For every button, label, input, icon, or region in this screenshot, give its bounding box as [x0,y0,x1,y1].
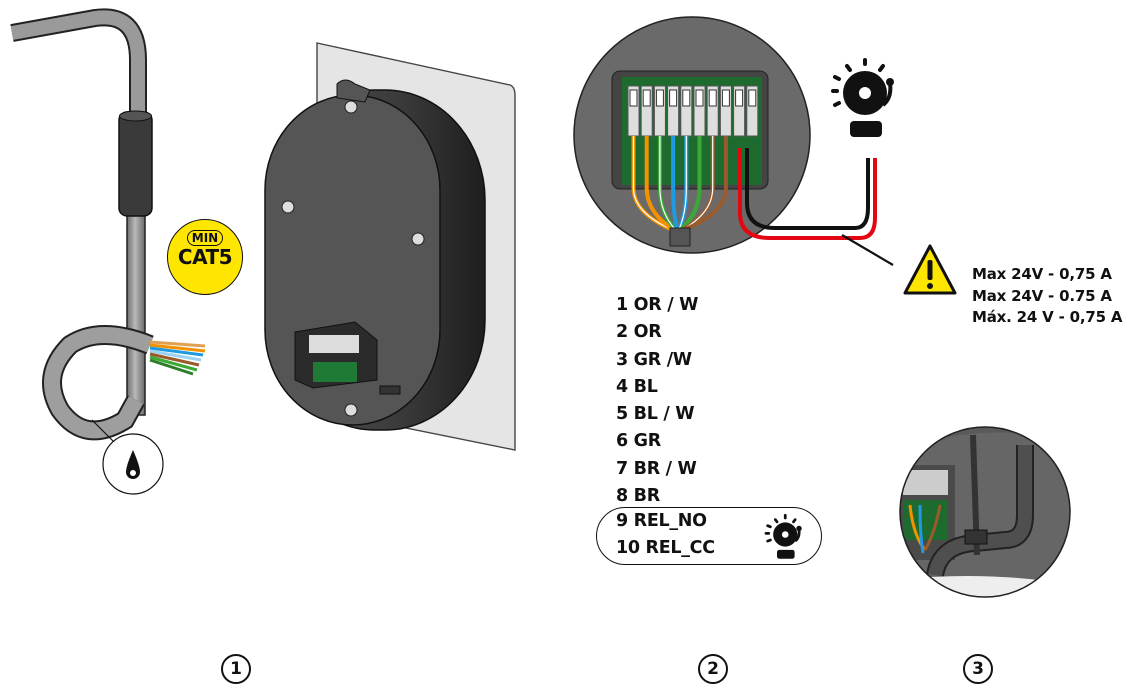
relay-label-cc: 10 REL_CC [616,538,715,559]
step-2-marker: 2 [698,654,728,684]
terminal-label: 1 OR / W [616,295,699,315]
relay-terminal-legend: 9 REL_NO 10 REL_CC [616,508,715,563]
terminal-9 [733,85,746,137]
stripped-wires [149,340,206,376]
step-3-marker: 3 [963,654,993,684]
terminal-slot [642,89,651,107]
terminal-block-small [294,321,378,389]
cable-tie-detail [899,426,1071,598]
terminal-label: 4 BL [616,376,658,397]
terminal-closeup [573,16,957,295]
warning-triangle-icon [903,244,957,295]
rating-line: Max 24V - 0,75 A [972,265,1112,283]
max-rating-text: Max 24V - 0,75 A Max 24V - 0.75 A Máx. 2… [972,264,1122,329]
terminal-label: 7 BR / W [616,458,697,479]
terminal-label: 3 GR /W [616,349,692,370]
min-cat5-badge: MIN CAT5 [167,219,243,295]
relay-wire-red [738,148,877,240]
terminal-slot [735,89,744,107]
relay-wire-black [745,148,870,230]
wire-2 [644,136,676,232]
terminal-label: 2 OR [616,322,662,343]
ferrite-sleeve [118,111,153,217]
wire-color-legend: 1 OR / W 2 OR 3 GR /W 4 BL 5 BL / W 6 GR… [616,292,698,510]
terminal-10 [746,85,759,137]
terminal-label: 5 BL / W [616,404,695,425]
terminal-label: 8 BR [616,486,660,507]
relay-terminals-box [596,507,822,565]
terminal-slot [721,89,730,107]
wire-8 [682,136,728,232]
terminal-slot [682,89,691,107]
terminal-slot [708,89,717,107]
wire-4 [671,136,680,231]
bell-icon [764,513,802,559]
bell-icon [831,58,894,137]
terminal-slot [629,89,638,107]
device-back-illustration [264,42,516,451]
terminal-slot [695,89,704,107]
step-1-marker: 1 [221,654,251,684]
terminal-label: 6 GR [616,431,661,452]
relay-label-no: 9 REL_NO [616,511,707,531]
wire-stripe-3 [659,136,677,231]
water-drop-icon [126,450,140,479]
terminal-slot [655,89,664,107]
min-label: MIN [186,230,224,246]
rating-line: Máx. 24 V - 0,75 A [972,308,1123,326]
wire-stripe-5 [678,136,687,231]
terminal-slot [669,89,678,107]
wire-stripe-1 [632,136,673,231]
terminal-slot [748,89,757,107]
wire-6 [678,136,702,232]
rating-line: Max 24V - 0.75 A [972,286,1112,305]
cat5-cable-illustration [10,8,206,495]
cat5-label: CAT5 [177,245,233,269]
